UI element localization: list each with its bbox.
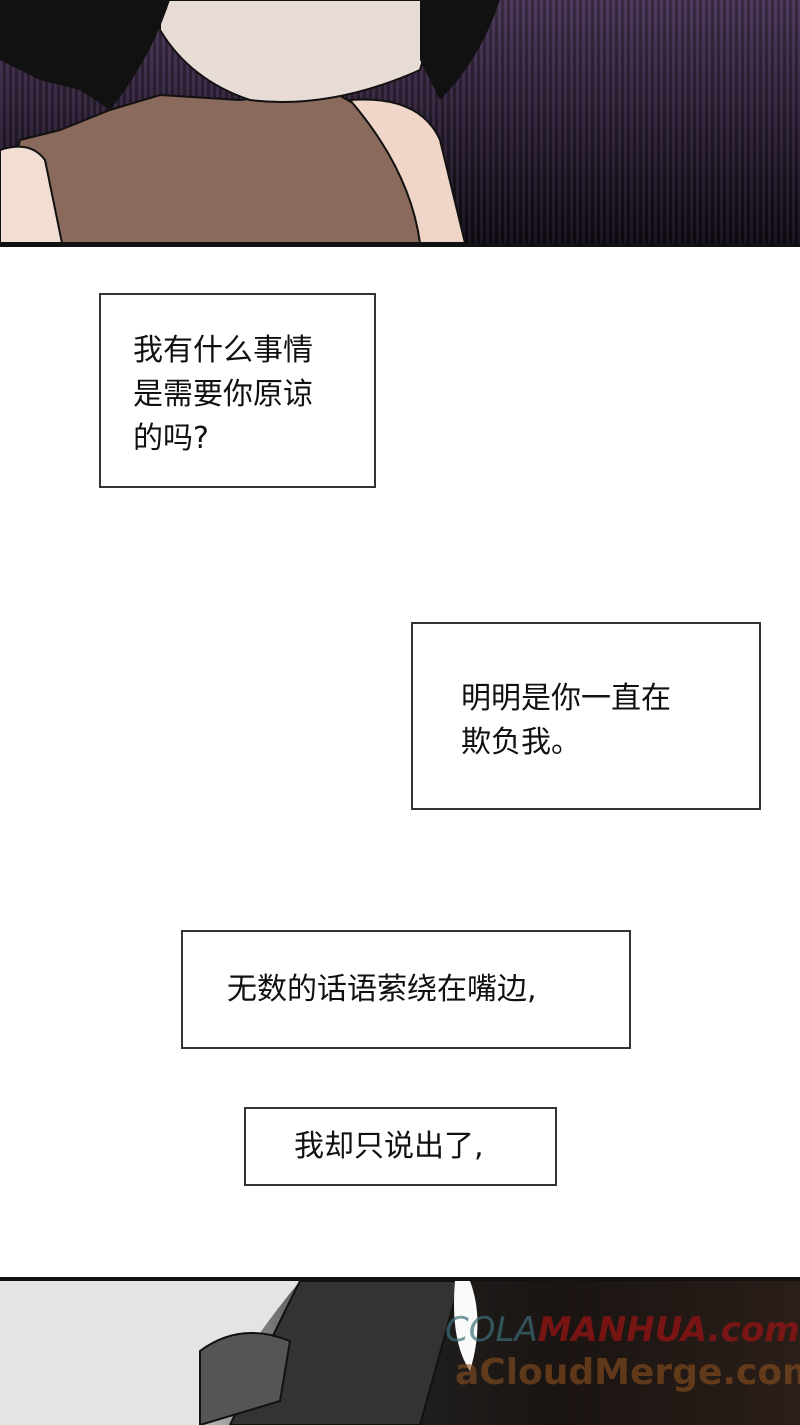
watermark-secondary: aCloudMerge.com bbox=[455, 1352, 800, 1393]
comic-panel-top bbox=[0, 0, 800, 243]
watermark: COLAMANHUA.com bbox=[445, 1310, 800, 1350]
caption-text: 我却只说出了, bbox=[294, 1129, 484, 1164]
character-neck-illustration bbox=[0, 0, 500, 243]
caption-box: 无数的话语萦绕在嘴边, bbox=[181, 930, 631, 1049]
watermark-brand: MANHUA.com bbox=[537, 1310, 800, 1350]
caption-text: 欺负我。 bbox=[461, 725, 581, 760]
character-illustration bbox=[0, 1281, 478, 1425]
caption-text: 明明是你一直在 bbox=[461, 681, 671, 716]
caption-text: 的吗? bbox=[133, 421, 209, 456]
watermark-prefix: COLA bbox=[445, 1310, 538, 1350]
caption-box: 我却只说出了, bbox=[244, 1107, 557, 1186]
caption-box: 明明是你一直在 欺负我。 bbox=[411, 622, 761, 810]
caption-text: 是需要你原谅 bbox=[133, 377, 313, 412]
caption-text: 我有什么事情 bbox=[133, 333, 313, 368]
caption-text: 无数的话语萦绕在嘴边, bbox=[227, 972, 537, 1007]
comic-panel-bottom bbox=[0, 1277, 800, 1425]
panel-border bbox=[0, 243, 800, 247]
caption-box: 我有什么事情 是需要你原谅 的吗? bbox=[99, 293, 376, 488]
